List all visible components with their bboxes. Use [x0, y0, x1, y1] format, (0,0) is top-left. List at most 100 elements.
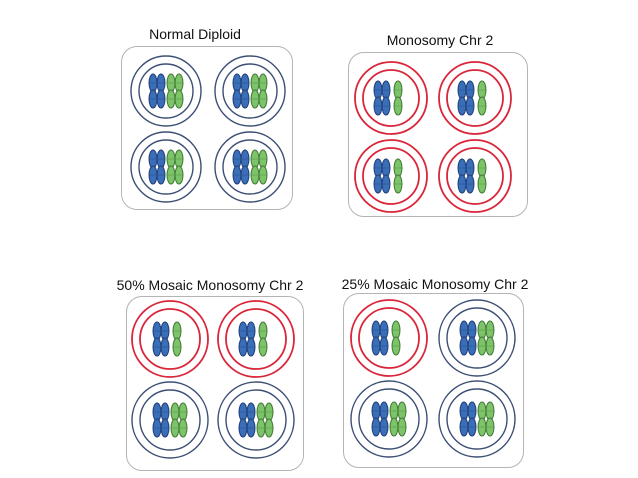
cell-membrane	[131, 300, 209, 378]
chromosome-1	[467, 320, 477, 356]
chromosome-1	[373, 158, 383, 194]
cell-membrane	[350, 299, 428, 377]
cell-membrane	[217, 381, 295, 459]
chromosome-2	[393, 158, 403, 194]
chromosome-1	[379, 401, 389, 437]
panel-title-25-mosaic: 25% Mosaic Monosomy Chr 2	[341, 276, 529, 292]
nucleus-membrane	[446, 307, 508, 369]
panel-title-normal-diploid: Normal Diploid	[149, 26, 241, 42]
chromosome-1	[156, 73, 166, 109]
chromosome-2	[393, 80, 403, 116]
chromosome-1	[152, 402, 162, 438]
nucleus-membrane	[362, 147, 420, 205]
nucleus-membrane	[222, 139, 278, 195]
chromosome-1	[465, 80, 475, 116]
chromosome-2	[485, 320, 495, 356]
chromosome-1	[232, 149, 242, 185]
cell-monosomy	[217, 300, 295, 378]
chromosome-2	[477, 80, 487, 116]
cell-membrane	[438, 380, 516, 458]
chromosome-2	[477, 158, 487, 194]
cell-normal	[350, 380, 428, 458]
chromosome-2	[166, 149, 176, 185]
chromosome-1	[148, 149, 158, 185]
cell-monosomy	[354, 139, 428, 213]
nucleus-membrane	[446, 147, 504, 205]
chromosome-1	[379, 320, 389, 356]
chromosome-1	[457, 80, 467, 116]
panel-title-50-mosaic: 50% Mosaic Monosomy Chr 2	[116, 277, 304, 293]
chromosome-2	[389, 401, 399, 437]
nucleus-membrane	[138, 63, 194, 119]
nucleus-membrane	[222, 63, 278, 119]
chromosome-2	[477, 320, 487, 356]
chromosome-1	[373, 80, 383, 116]
chromosome-2	[170, 402, 180, 438]
chromosome-1	[148, 73, 158, 109]
cell-membrane	[350, 380, 428, 458]
nucleus-membrane	[225, 308, 287, 370]
chromosome-1	[381, 80, 391, 116]
cell-membrane	[438, 139, 512, 213]
nucleus-membrane	[138, 139, 194, 195]
chromosome-1	[459, 401, 469, 437]
chromosome-2	[174, 149, 184, 185]
cell-normal	[130, 131, 202, 203]
cell-normal	[438, 299, 516, 377]
cell-normal	[217, 381, 295, 459]
chromosome-1	[152, 321, 162, 357]
chromosome-1	[459, 320, 469, 356]
chromosome-1	[246, 321, 256, 357]
chromosome-2	[477, 401, 487, 437]
cell-membrane	[354, 61, 428, 135]
cell-membrane	[130, 131, 202, 203]
cell-normal	[438, 380, 516, 458]
cell-normal	[214, 131, 286, 203]
chromosome-1	[467, 401, 477, 437]
chromosome-2	[166, 73, 176, 109]
chromosome-1	[465, 158, 475, 194]
chromosome-1	[156, 149, 166, 185]
chromosome-1	[457, 158, 467, 194]
cell-monosomy	[350, 299, 428, 377]
chromosome-2	[250, 73, 260, 109]
chromosome-2	[258, 149, 268, 185]
nucleus-membrane	[139, 389, 201, 451]
cell-membrane	[438, 299, 516, 377]
chromosome-2	[256, 402, 266, 438]
nucleus-membrane	[225, 389, 287, 451]
chromosome-1	[160, 321, 170, 357]
chromosome-1	[238, 321, 248, 357]
cell-monosomy	[438, 139, 512, 213]
chromosome-2	[264, 402, 274, 438]
cell-membrane	[130, 55, 202, 127]
cell-membrane	[131, 381, 209, 459]
chromosome-1	[240, 149, 250, 185]
cell-membrane	[214, 55, 286, 127]
chromosome-1	[232, 73, 242, 109]
chromosome-2	[250, 149, 260, 185]
chromosome-2	[391, 320, 401, 356]
chromosome-1	[371, 320, 381, 356]
cell-monosomy	[354, 61, 428, 135]
chromosome-2	[178, 402, 188, 438]
chromosome-1	[246, 402, 256, 438]
chromosome-1	[238, 402, 248, 438]
cell-normal	[130, 55, 202, 127]
cell-normal	[131, 381, 209, 459]
chromosome-1	[371, 401, 381, 437]
chromosome-2	[174, 73, 184, 109]
chromosome-2	[258, 73, 268, 109]
cell-membrane	[214, 131, 286, 203]
chromosome-2	[258, 321, 268, 357]
nucleus-membrane	[139, 308, 201, 370]
cell-membrane	[438, 61, 512, 135]
chromosome-2	[397, 401, 407, 437]
chromosome-1	[240, 73, 250, 109]
nucleus-membrane	[358, 388, 420, 450]
chromosome-1	[160, 402, 170, 438]
cell-membrane	[217, 300, 295, 378]
nucleus-membrane	[446, 69, 504, 127]
panel-25-mosaic	[343, 293, 524, 468]
